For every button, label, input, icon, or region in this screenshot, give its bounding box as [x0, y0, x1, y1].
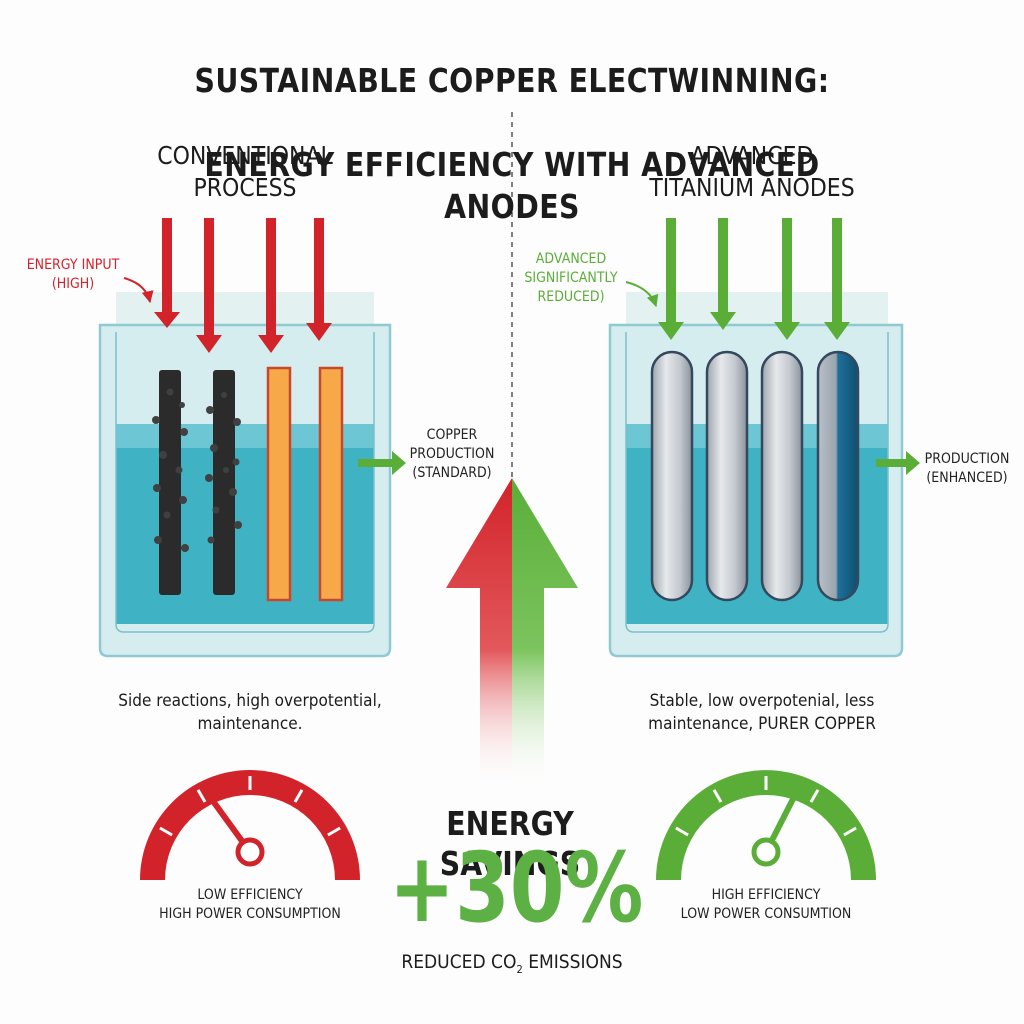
- co2-emissions-label: REDUCED CO2 EMISSIONS: [377, 950, 647, 982]
- gauge-tick: [293, 789, 304, 803]
- energy-savings-label: ENERGY SAVINGS: [439, 804, 581, 883]
- co2-subscript: 2: [516, 962, 523, 976]
- advanced-cell: [608, 218, 920, 658]
- gauge-tick: [327, 826, 341, 837]
- title-line-2: ENERGY EFFICIENCY WITH ADVANCED ANODES: [204, 145, 820, 226]
- cathode-rod-2: [213, 370, 235, 595]
- gauge-arc: [656, 770, 876, 880]
- energy-savings-value: +30%: [389, 832, 644, 944]
- gauge-arc: [140, 770, 360, 880]
- left-gauge: [140, 770, 360, 880]
- savings-arrow: [446, 478, 578, 790]
- gauge-ticks: [675, 776, 857, 837]
- tank-inner-wall: [625, 332, 889, 633]
- gauge-tick: [196, 789, 207, 803]
- gauge-tick: [675, 826, 689, 837]
- conventional-heading: CONVENTIONAL PROCESS: [157, 141, 333, 202]
- gauge-tick: [843, 826, 857, 837]
- energy-input-arrows: [154, 218, 332, 353]
- advanced-description: Stable, low overpotenial, less maintenan…: [648, 691, 876, 734]
- reduced-energy-label: ADVANCED SIGNIFICANTLY REDUCED): [524, 251, 618, 305]
- production-output-arrow: [876, 451, 920, 475]
- energy-input-label: ENERGY INPUT (HIGH): [26, 257, 120, 292]
- gauge-tick: [712, 789, 723, 803]
- tank-inner-wall: [115, 332, 375, 633]
- copper-production-label: COPPER PRODUCTION (STANDARD): [409, 427, 495, 481]
- conventional-cell: [98, 218, 406, 658]
- cathode-rod-1: [159, 370, 181, 595]
- gauge-hub: [751, 837, 781, 867]
- co2-suffix: EMISSIONS: [522, 951, 623, 973]
- energy-callout-arrow: [625, 281, 659, 308]
- right-gauge: [656, 770, 876, 880]
- production-enhanced-label: PRODUCTION (ENHANCED): [924, 451, 1010, 486]
- energy-input-arrows: [658, 218, 850, 340]
- anode-plate-1: [266, 366, 292, 602]
- titanium-anode-4: [816, 350, 860, 602]
- gauge-hub: [235, 837, 265, 867]
- titanium-anode-2: [705, 350, 749, 602]
- gauge-tick: [159, 826, 173, 837]
- low-efficiency-label: LOW EFFICIENCY HIGH POWER CONSUMPTION: [159, 887, 341, 922]
- titanium-anode-3: [760, 350, 804, 602]
- advanced-heading: ADVANCED TITANIUM ANODES: [649, 141, 855, 202]
- gauge-ticks: [159, 776, 341, 837]
- conventional-description: Side reactions, high overpotential, main…: [118, 691, 382, 734]
- titanium-anode-1: [650, 350, 694, 602]
- energy-callout-arrow: [123, 277, 154, 304]
- high-efficiency-label: HIGH EFFICIENCY LOW POWER CONSUMTION: [680, 887, 852, 922]
- page-title: SUSTAINABLE COPPER ELECTWINNING: ENERGY …: [168, 18, 856, 270]
- anode-plate-2: [318, 366, 344, 602]
- gauge-tick: [809, 789, 820, 803]
- title-line-1: SUSTAINABLE COPPER ELECTWINNING:: [194, 61, 830, 100]
- co2-prefix: REDUCED CO: [401, 951, 517, 973]
- copper-output-arrow: [358, 451, 406, 475]
- deposit-particles: [152, 388, 242, 552]
